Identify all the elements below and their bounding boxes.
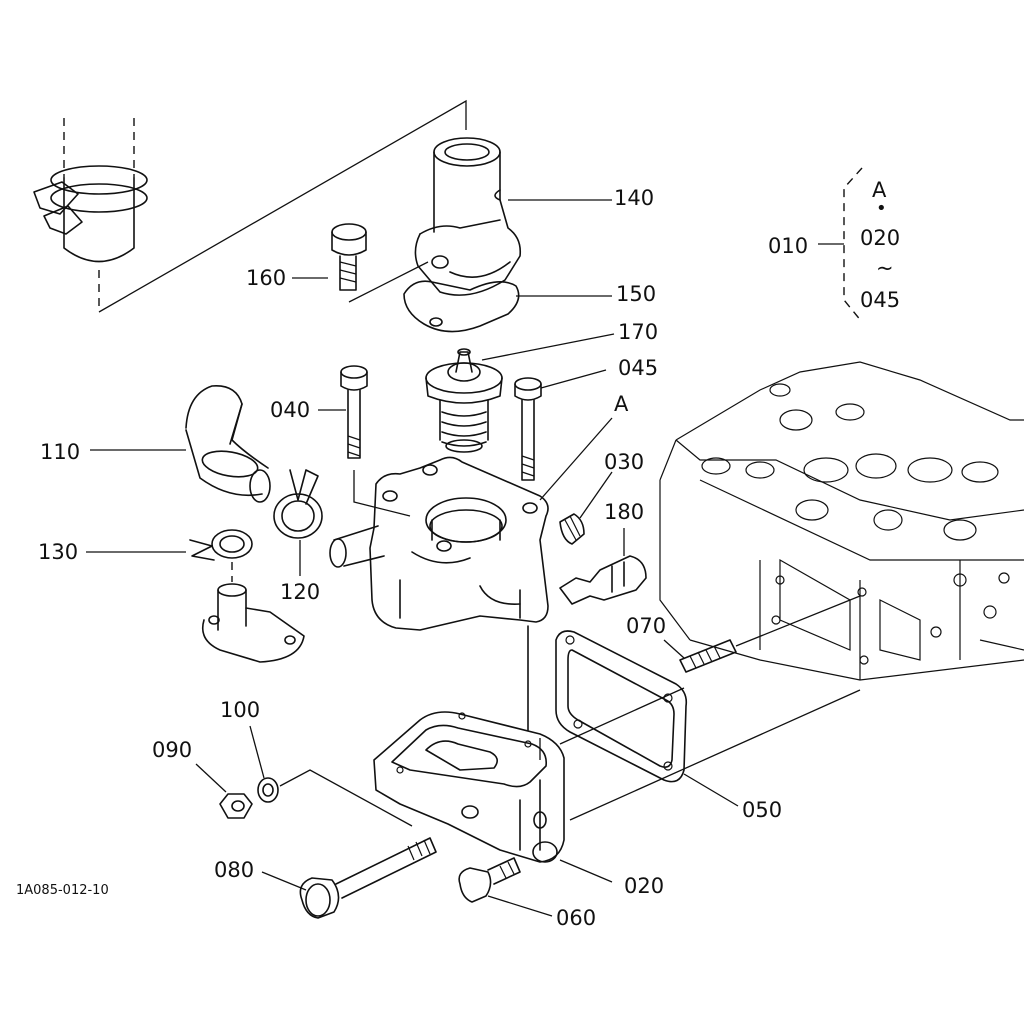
kit-bracket-end: 045 — [860, 288, 901, 312]
callout-110: 110 — [40, 440, 81, 464]
kit-bracket-top: A — [872, 178, 887, 202]
bypass-hose-110 — [90, 385, 271, 503]
plug-030 — [559, 471, 613, 545]
callout-050: 050 — [742, 798, 783, 822]
callout-070: 070 — [626, 614, 667, 638]
callout-100: 100 — [220, 698, 261, 722]
callout-170: 170 — [618, 320, 659, 344]
hose-clamp-120 — [273, 469, 323, 576]
bolt-060 — [458, 857, 553, 917]
gasket-050 — [555, 630, 739, 807]
callout-120: 120 — [280, 580, 321, 604]
water-pipe-flange-020 — [373, 711, 613, 883]
kit-bracket-start: 020 — [860, 226, 901, 250]
thermostat-cover-140 — [414, 137, 612, 296]
thermostat-170 — [425, 333, 615, 453]
kit-bracket-tilde: ~ — [876, 256, 894, 280]
callout-090: 090 — [152, 738, 193, 762]
bolt-080 — [261, 837, 437, 919]
stud-070 — [663, 595, 861, 673]
assembly-lines — [539, 687, 861, 821]
callout-180: 180 — [604, 500, 645, 524]
callout-010: 010 — [768, 234, 809, 258]
upper-hose-with-clamp — [33, 99, 467, 313]
callout-020: 020 — [624, 874, 665, 898]
callout-140: 140 — [614, 186, 655, 210]
callout-130: 130 — [38, 540, 79, 564]
callout-045: 045 — [618, 356, 659, 380]
bolt-160 — [292, 223, 429, 303]
temperature-sensor-180 — [559, 528, 647, 605]
callout-060: 060 — [556, 906, 597, 930]
bolt-045 — [514, 369, 607, 481]
kit-bracket-010 — [818, 167, 863, 323]
callout-a: A — [614, 392, 629, 416]
callout-080: 080 — [214, 858, 255, 882]
bolt-040 — [318, 365, 411, 517]
gasket-150 — [403, 280, 612, 333]
callout-030: 030 — [604, 450, 645, 474]
washer-100 — [249, 725, 413, 827]
hose-clamp-130 — [86, 529, 253, 561]
cylinder-head — [659, 361, 1024, 681]
nut-090 — [195, 763, 253, 819]
label-a-leader — [539, 417, 613, 501]
water-flange-body — [329, 456, 549, 731]
drawing-id: 1A085-012-10 — [16, 883, 109, 898]
lower-pipe-fitting — [201, 562, 305, 663]
callout-150: 150 — [616, 282, 657, 306]
callout-160: 160 — [246, 266, 287, 290]
kit-bracket-dot: • — [876, 198, 887, 219]
callout-040: 040 — [270, 398, 311, 422]
